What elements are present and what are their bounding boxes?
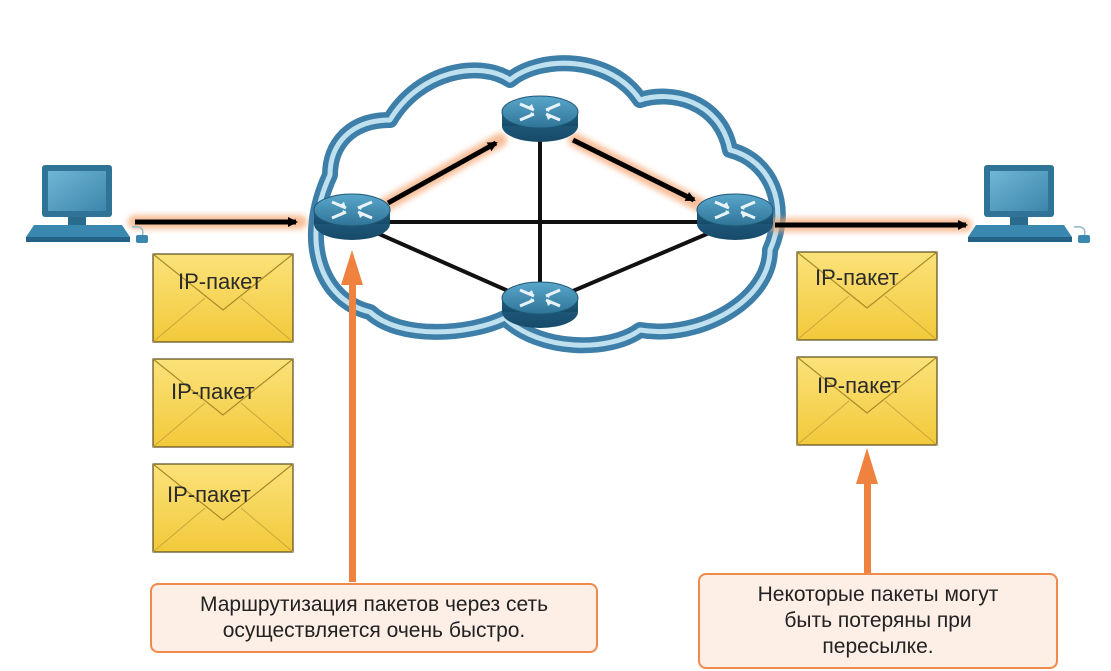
packet-path — [135, 137, 968, 230]
loss-callout: Некоторые пакеты могут быть потеряны при… — [698, 573, 1058, 669]
router-icon — [500, 280, 580, 330]
arrow-router-to-top — [386, 140, 498, 206]
envelope-icon: IP-пакет — [152, 463, 294, 553]
envelope-label: IP-пакет — [171, 379, 255, 404]
arrow-top-to-right — [571, 137, 696, 203]
envelope-icon: IP-пакет — [796, 251, 938, 341]
computer-icon — [25, 164, 149, 244]
routing-callout-line1: Маршрутизация пакетов через сеть — [199, 592, 549, 616]
envelope-icon: IP-пакет — [152, 358, 294, 448]
orange-arrows — [341, 250, 878, 582]
envelope-icon: IP-пакет — [796, 356, 938, 446]
loss-callout-line1: Некоторые пакеты могут — [757, 582, 999, 606]
router-icon — [695, 192, 775, 242]
envelope-label: IP-пакет — [167, 482, 251, 507]
envelope-icon: IP-пакет — [152, 253, 294, 343]
cloud-icon — [308, 55, 786, 354]
routing-callout: Маршрутизация пакетов через сеть осущест… — [150, 583, 598, 653]
router-icon — [312, 192, 392, 242]
envelope-label: IP-пакет — [815, 265, 899, 290]
envelope-label: IP-пакет — [817, 373, 901, 398]
loss-callout-line2: быть потеряны при — [784, 608, 972, 632]
loss-callout-line3: пересылке. — [822, 635, 934, 659]
envelope-label: IP-пакет — [178, 269, 262, 294]
computer-icon — [967, 164, 1091, 244]
routing-callout-line2: осуществляется очень быстро. — [222, 619, 526, 642]
router-icon — [500, 94, 580, 144]
